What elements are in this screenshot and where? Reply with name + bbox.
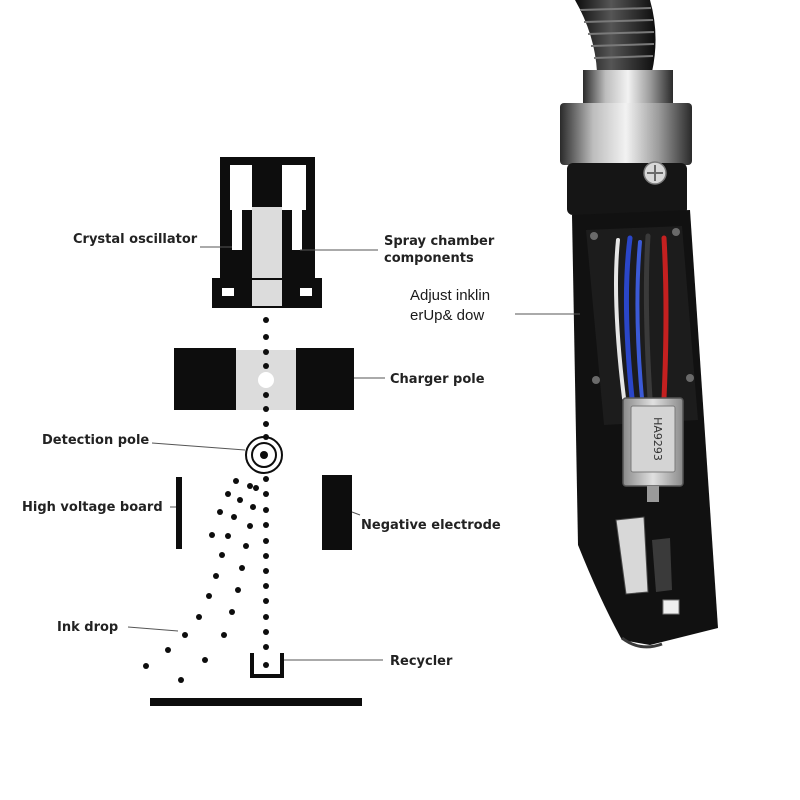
label-high-voltage-board: High voltage board [22,500,163,515]
wire-red [661,235,669,401]
wire-blue-1 [623,235,635,401]
deflection-plate [615,516,649,595]
label-charger-pole: Charger pole [390,372,485,387]
metal-collar [560,103,692,165]
gutter-block [662,599,680,615]
metal-collar-top [583,70,673,105]
substrate [150,698,362,706]
photo-caption-line2: erUp& dow [410,307,484,324]
wire-blue-2 [635,240,644,400]
charger-pole [174,348,354,410]
black-ring [567,163,687,215]
negative-electrode [322,475,352,550]
spray-chamber [212,157,322,308]
label-ink-drop: Ink drop [57,620,118,635]
label-negative-electrode: Negative electrode [361,518,501,533]
lower-electrode [652,538,672,592]
printhead-tip [621,636,663,649]
module-marking: HA9293 [651,417,664,461]
wire-black [643,233,653,401]
photo-caption-line1: Adjust inklin [410,287,490,304]
label-crystal-oscillator: Crystal oscillator [73,232,198,247]
label-detection-pole: Detection pole [42,433,149,448]
detection-pole [245,436,283,474]
nozzle [647,486,659,502]
label-spray-chamber-line2: components [384,251,474,266]
recycler [250,653,284,678]
printhead-photo: HA9293 [560,0,718,649]
ink-drops [143,317,269,683]
wire-white [614,238,626,400]
printhead-cavity [586,226,698,425]
adjust-screw-icon [643,161,667,185]
label-spray-chamber-line1: Spray chamber [384,234,495,249]
hose-ribs [579,7,655,59]
leader-lines [127,246,385,661]
ink-hose [575,0,656,72]
housing-screws [590,228,694,384]
wires [614,233,669,401]
high-voltage-board [176,477,182,549]
label-recycler: Recycler [390,654,453,669]
